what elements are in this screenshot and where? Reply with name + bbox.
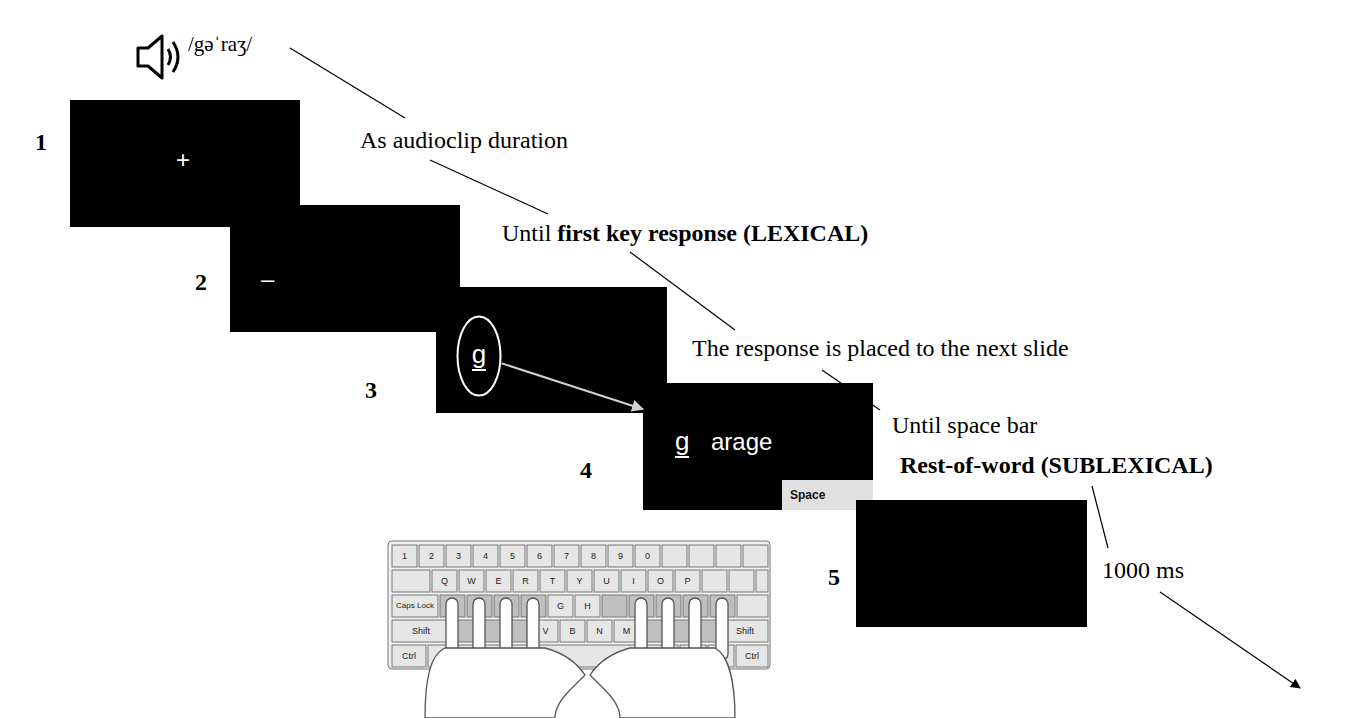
key-label: 3 bbox=[456, 552, 461, 561]
leader-lines bbox=[290, 48, 1300, 688]
key-label: 5 bbox=[510, 552, 515, 561]
slide-screen: 2– bbox=[230, 205, 460, 332]
key-label: B bbox=[569, 627, 575, 636]
timing-note: The response is placed to the next slide bbox=[692, 334, 1069, 363]
key-label: G bbox=[557, 602, 564, 611]
key-label: 4 bbox=[483, 552, 488, 561]
key-label: E bbox=[495, 577, 501, 586]
key-label: W bbox=[467, 577, 476, 586]
slide-screen: 5 bbox=[856, 500, 1087, 627]
timing-note: As audioclip duration bbox=[360, 126, 568, 155]
typing-hands bbox=[425, 598, 735, 718]
key-label: 1 bbox=[402, 552, 407, 561]
response-ellipse: g bbox=[456, 315, 502, 397]
step-number: 3 bbox=[365, 376, 377, 405]
duration-label: 1000 ms bbox=[1102, 556, 1184, 585]
key-label: H bbox=[584, 602, 591, 611]
key-label: Y bbox=[576, 577, 582, 586]
slide-screen: 3g bbox=[436, 287, 667, 413]
key-label: 0 bbox=[645, 552, 650, 561]
key-label: 7 bbox=[564, 552, 569, 561]
word-rest: arage bbox=[711, 428, 772, 457]
step-number: 4 bbox=[580, 456, 592, 485]
key-label: M bbox=[623, 627, 631, 636]
typed-letter: g bbox=[472, 341, 486, 371]
step-number: 5 bbox=[828, 563, 840, 592]
key-label: Ctrl bbox=[402, 652, 416, 661]
key-label: U bbox=[603, 577, 610, 586]
key-label: 8 bbox=[591, 552, 596, 561]
timing-note: Until bbox=[502, 219, 551, 248]
key-label: Space bbox=[790, 488, 825, 502]
response-arrow bbox=[502, 363, 643, 409]
key-label: Q bbox=[441, 577, 448, 586]
key-label: V bbox=[542, 627, 548, 636]
timing-note: Until space bar bbox=[892, 411, 1037, 440]
key-label: O bbox=[657, 577, 664, 586]
key-label: Shift bbox=[736, 627, 754, 636]
key-label: N bbox=[596, 627, 603, 636]
phonetic-transcription: /gəˈraʒ/ bbox=[188, 32, 252, 57]
step-number: 1 bbox=[35, 128, 47, 157]
key-label: Ctrl bbox=[745, 652, 759, 661]
key-label: 6 bbox=[537, 552, 542, 561]
response-type: Rest-of-word (SUBLEXICAL) bbox=[900, 451, 1213, 480]
response-type: first key response (LEXICAL) bbox=[557, 219, 868, 248]
slide-screen: 4garageSpace bbox=[643, 383, 873, 510]
step-number: 2 bbox=[195, 268, 207, 297]
typed-letter: g bbox=[675, 428, 689, 458]
ellipse-shape bbox=[458, 317, 501, 396]
key-label: T bbox=[550, 577, 556, 586]
key-label: I bbox=[632, 577, 635, 586]
key-label: R bbox=[522, 577, 529, 586]
fixation-cross: + bbox=[176, 146, 190, 175]
key-label: P bbox=[684, 577, 690, 586]
key-label: Caps Lock bbox=[396, 602, 434, 610]
key-label: 9 bbox=[618, 552, 623, 561]
key-label: 2 bbox=[429, 552, 434, 561]
speaker-icon bbox=[138, 36, 178, 78]
key-label: Shift bbox=[412, 627, 430, 636]
dash-cue: – bbox=[261, 265, 274, 294]
